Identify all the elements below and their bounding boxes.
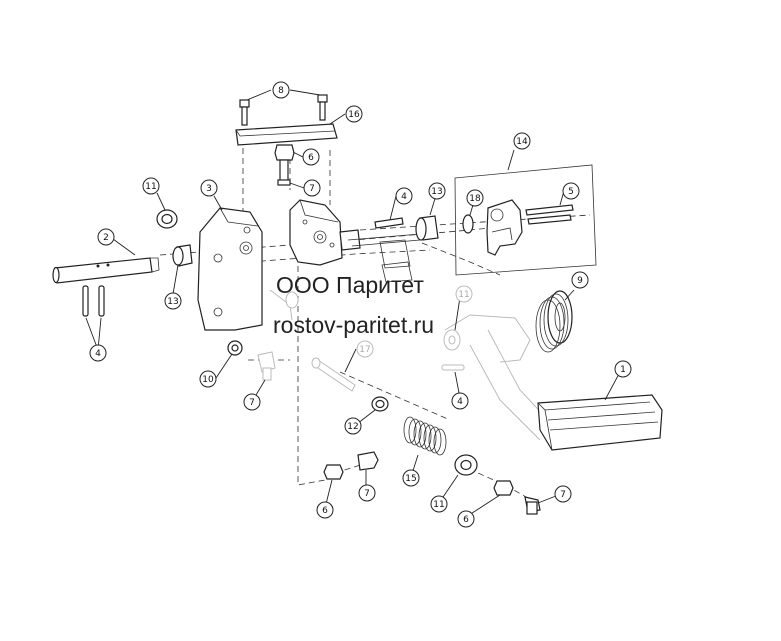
washer-part-11-left (156, 209, 178, 229)
callout-17-label: 17 (359, 345, 370, 355)
callout-3: 3 (200, 179, 218, 197)
nut-part-6-top (274, 144, 295, 186)
callout-9: 9 (571, 271, 589, 289)
callout-11-middle-label: 11 (458, 290, 469, 300)
callout-3-label: 3 (206, 184, 212, 194)
pin-part-4-top (374, 217, 404, 229)
bolt-part-7-lower-right (524, 496, 541, 515)
callout-17: 17 (356, 340, 374, 358)
callout-10: 10 (199, 370, 217, 388)
pins-part-4-left (82, 285, 105, 317)
callout-14: 14 (513, 132, 531, 150)
callout-7-left: 7 (243, 393, 261, 411)
callout-16-label: 16 (348, 110, 360, 120)
callout-9-label: 9 (577, 276, 583, 286)
pin-part-17 (311, 357, 356, 392)
callout-13-right: 13 (428, 182, 446, 200)
callout-4-left-label: 4 (95, 349, 101, 359)
callout-15: 15 (402, 469, 420, 487)
callouts: 1 2 3 4 4 4 5 6 6 6 7 7 7 7 8 9 10 11 11… (89, 81, 632, 528)
bolt-part-7-lower-left (357, 451, 379, 471)
spacer-blocks (379, 239, 413, 283)
plate-part-16 (235, 123, 338, 146)
callout-5: 5 (562, 182, 580, 200)
callout-7-lower-right: 7 (554, 485, 572, 503)
watermark-website: rostov-paritet.ru (273, 312, 435, 338)
callout-6-top-label: 6 (308, 153, 314, 163)
washer-part-10 (227, 340, 243, 356)
bracket-part-3 (197, 207, 263, 331)
callout-2: 2 (97, 228, 115, 246)
callout-18-label: 18 (469, 194, 481, 204)
callout-12: 12 (344, 417, 362, 435)
mounting-plate (289, 199, 421, 266)
callout-11-lower-label: 11 (433, 500, 444, 510)
callout-6-lower-left-label: 6 (322, 506, 328, 516)
bushing-part-12 (371, 396, 389, 412)
sensor-box-part-14 (454, 164, 597, 276)
callout-7-left-label: 7 (249, 398, 255, 408)
callout-4-bottom-label: 4 (457, 397, 463, 407)
callout-7-lower-left: 7 (358, 484, 376, 502)
callout-6-lower-right: 6 (457, 510, 475, 528)
pedal-pad-part-1 (537, 394, 663, 451)
callout-13-right-label: 13 (431, 187, 442, 197)
callout-13-left: 13 (164, 292, 182, 310)
nut-part-6-lower-right (493, 480, 514, 496)
callout-14-label: 14 (516, 137, 528, 147)
leader-lines (85, 89, 621, 518)
callout-15-label: 15 (405, 474, 416, 484)
callout-5-label: 5 (568, 187, 574, 197)
callout-11-middle: 11 (455, 285, 473, 303)
spring-part-9 (535, 290, 573, 353)
callout-12-label: 12 (347, 422, 358, 432)
callout-11-lower: 11 (430, 495, 448, 513)
callout-8-label: 8 (278, 86, 284, 96)
bolt-part-7-left (257, 351, 276, 381)
callout-4-top-label: 4 (401, 192, 407, 202)
callout-1: 1 (614, 360, 632, 378)
callout-7-lower-left-label: 7 (364, 489, 370, 499)
callout-7-top-label: 7 (309, 184, 315, 194)
callout-8: 8 (272, 81, 290, 99)
bolts-part-8 (239, 94, 328, 126)
callout-4-bottom: 4 (451, 392, 469, 410)
nut-part-6-lower-left (323, 464, 344, 480)
callout-4-left: 4 (89, 344, 107, 362)
callout-11-left-label: 11 (145, 182, 156, 192)
callout-7-lower-right-label: 7 (560, 490, 566, 500)
callout-4-top: 4 (395, 187, 413, 205)
shaft-part-2 (52, 257, 160, 284)
callout-6-lower-left: 6 (316, 501, 334, 519)
callout-7-top: 7 (303, 179, 321, 197)
bushing-part-13-left (172, 244, 193, 267)
watermark-company-name: ООО Паритет (276, 272, 424, 298)
washer-part-11-right (454, 454, 478, 476)
spring-part-15 (403, 416, 447, 456)
callout-13-left-label: 13 (167, 297, 178, 307)
callout-1-label: 1 (620, 365, 626, 375)
callout-6-top: 6 (302, 148, 320, 166)
callout-10-label: 10 (202, 375, 214, 385)
bushing-part-13-right (415, 215, 439, 241)
callout-11-left: 11 (142, 177, 160, 195)
callout-16: 16 (345, 105, 363, 123)
callout-6-lower-right-label: 6 (463, 515, 469, 525)
pedal-arm-ghost (269, 289, 549, 441)
callout-2-label: 2 (103, 233, 109, 243)
callout-18: 18 (466, 189, 484, 207)
